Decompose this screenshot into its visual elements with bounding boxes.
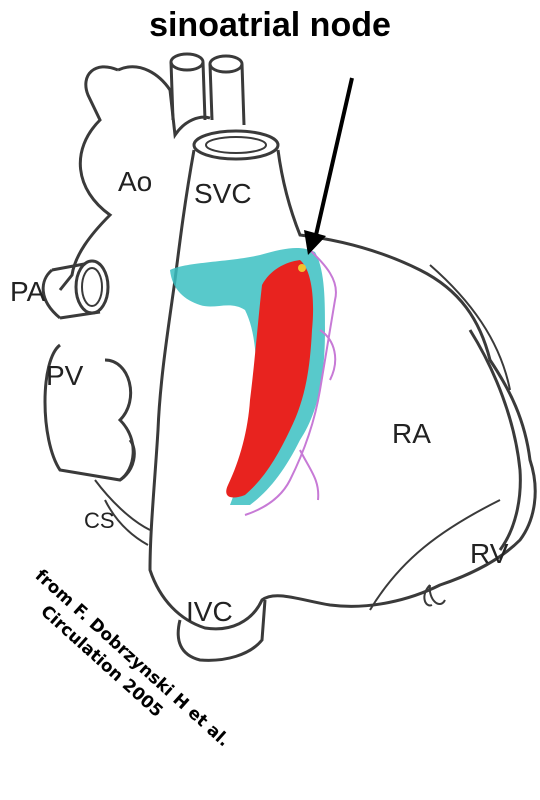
label-pa: PA [10, 278, 45, 306]
label-pv: PV [46, 362, 83, 390]
heart-diagram: sinoatrial node Ao SVC PA PV RA CS IVC R… [0, 0, 540, 738]
aorta-outline-2 [118, 67, 210, 135]
label-ao: Ao [118, 168, 152, 196]
pointer-arrow-shaft [316, 78, 352, 235]
label-cs: CS [84, 510, 115, 532]
label-svc: SVC [194, 180, 252, 208]
label-ra: RA [392, 420, 431, 448]
label-rv: RV [470, 540, 508, 568]
vessel-top-1 [171, 54, 203, 70]
node-core-dot [298, 264, 306, 272]
aorta-outline [60, 67, 118, 290]
ra-rv-boundary [470, 330, 520, 550]
diagram-title: sinoatrial node [0, 6, 540, 45]
pv-tube-2 [105, 360, 133, 480]
vessel-top-2 [210, 56, 242, 72]
pa-body [43, 270, 60, 318]
label-ivc: IVC [186, 598, 233, 626]
